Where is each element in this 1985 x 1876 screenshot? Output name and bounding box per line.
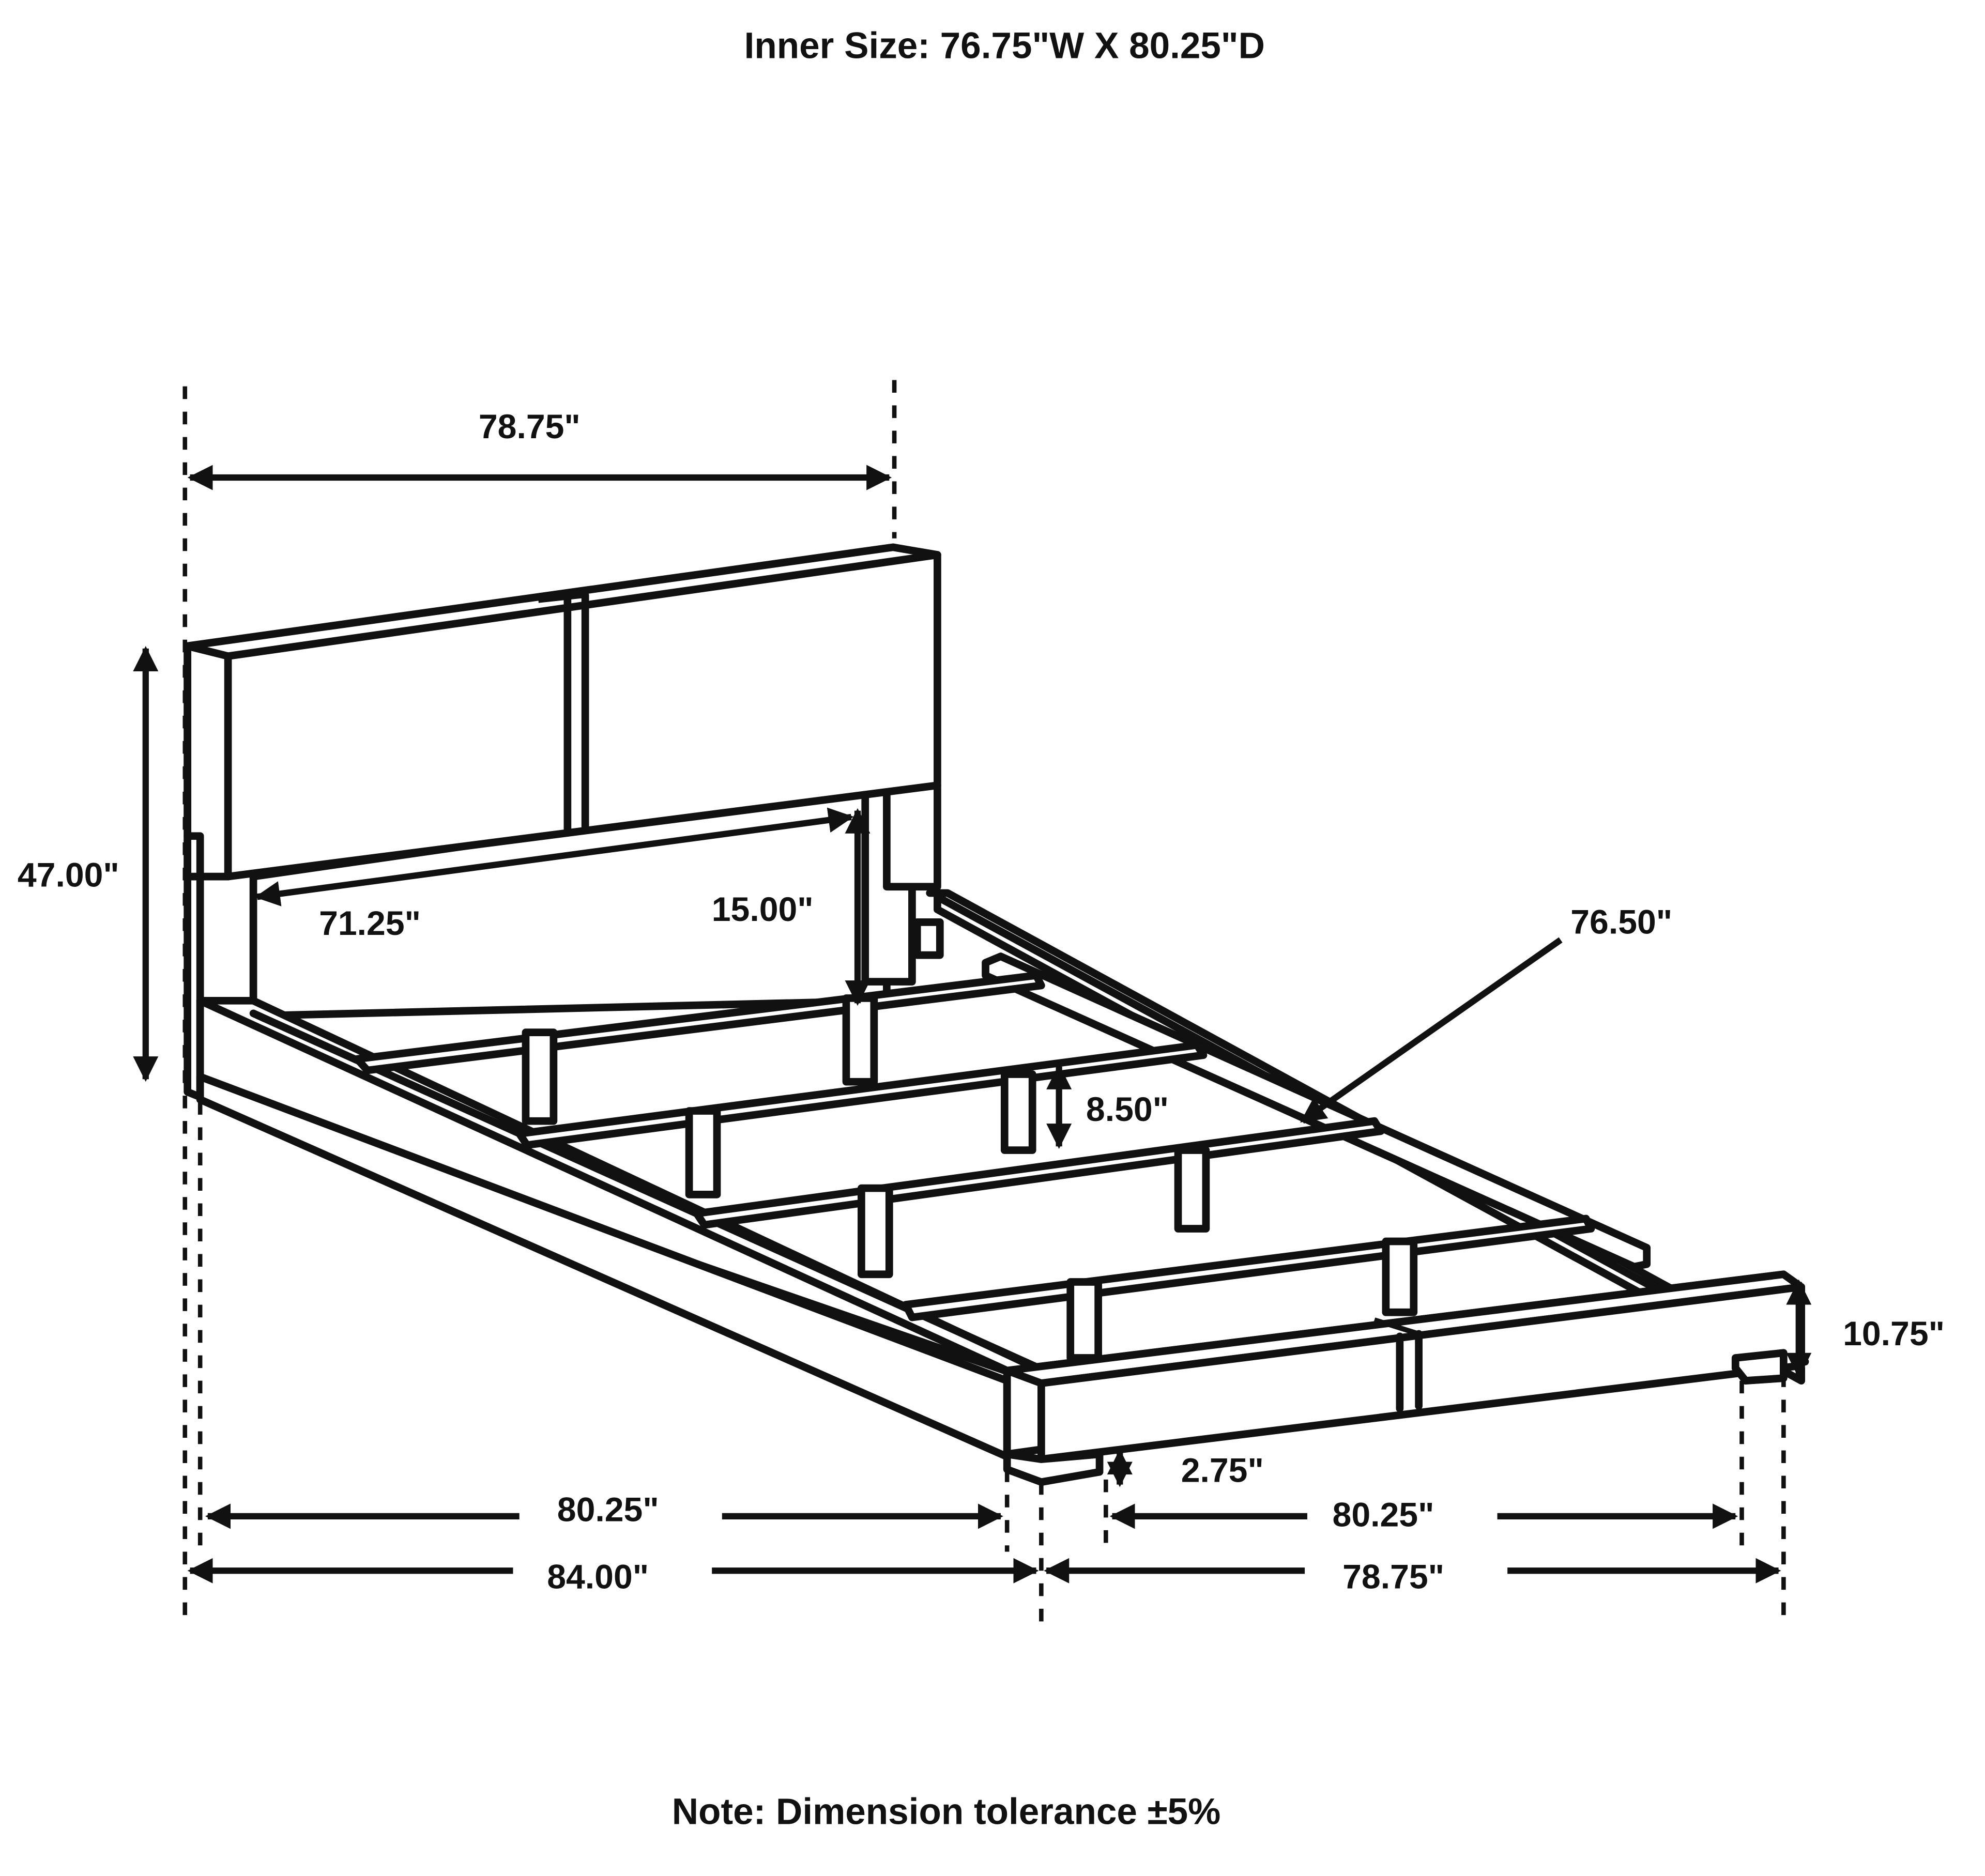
headboard	[184, 543, 941, 1101]
title: Inner Size: 76.75"W X 80.25"D	[744, 26, 1265, 67]
label-side-total-length: 84.00"	[547, 1558, 649, 1596]
label-diagonal-length: 76.50"	[1570, 903, 1672, 941]
footboard-rail	[1003, 1270, 1806, 1486]
label-headboard-panel-height: 15.00"	[712, 890, 814, 929]
support-legs	[522, 994, 1418, 1362]
label-total-height: 47.00"	[18, 856, 119, 895]
label-inner-headboard-width: 71.25"	[319, 904, 421, 943]
dimension-labels: 78.75" 47.00" 71.25" 15.00" 76.50" 8.50"…	[18, 408, 1945, 1596]
bed-frame-drawing	[184, 543, 1809, 1486]
tolerance-note: Note: Dimension tolerance ±5%	[672, 1792, 1221, 1833]
label-rail-height: 10.75"	[1843, 1315, 1945, 1353]
dimension-lines	[133, 380, 1812, 1634]
label-side-inner-length: 80.25"	[557, 1491, 659, 1529]
label-leg-height: 2.75"	[1181, 1452, 1264, 1490]
near-side-rail	[196, 996, 1045, 1461]
label-headboard-width: 78.75"	[479, 408, 581, 446]
label-front-total-width: 78.75"	[1342, 1558, 1444, 1596]
label-slat-clearance: 8.50"	[1086, 1090, 1169, 1129]
label-front-inner-length: 80.25"	[1333, 1496, 1434, 1534]
